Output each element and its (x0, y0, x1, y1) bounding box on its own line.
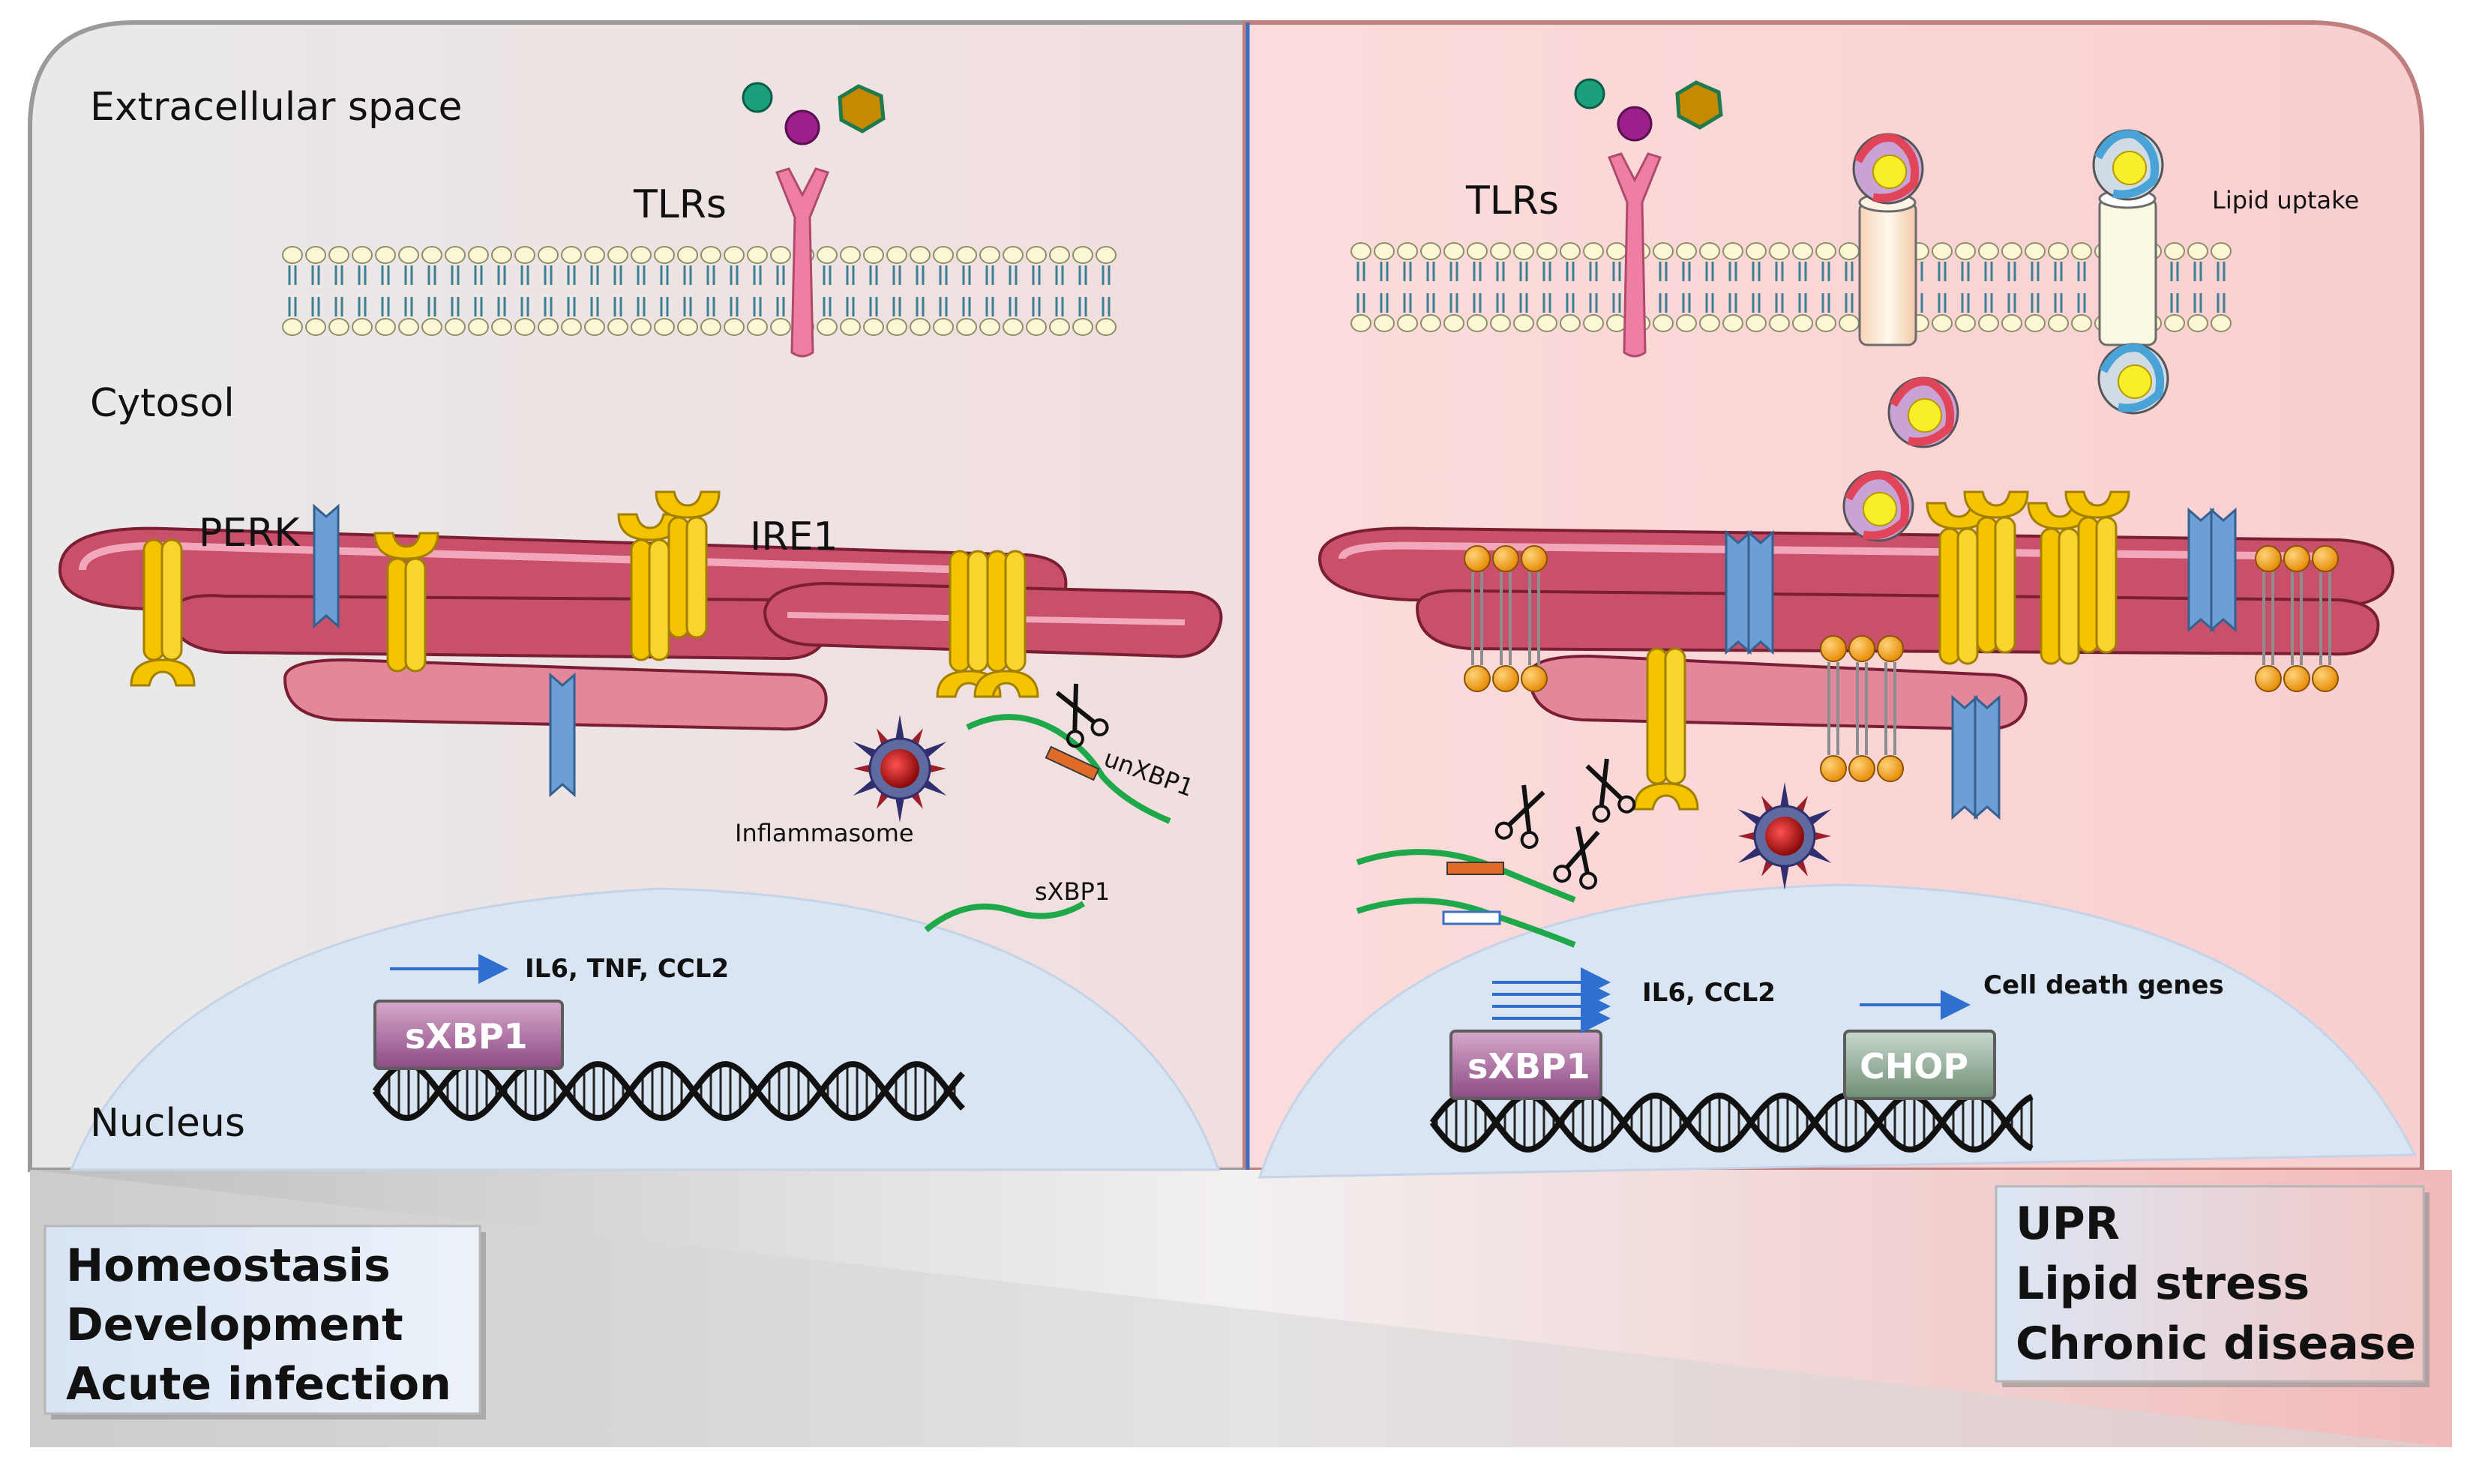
ire1-proteins (130, 490, 2130, 811)
extracellular-label: Extracellular space (90, 85, 462, 130)
scissors-icon (1585, 758, 1636, 823)
sxbp1-factor-left-label: sXBP1 (405, 1016, 528, 1057)
hexagon-ligand-icon (1675, 80, 1723, 130)
tlrs-right-label: TLRs (1465, 178, 1559, 223)
summary-box-left: Homeostasis Development Acute infection (43, 1225, 486, 1420)
sxbp1-mrna-label: sXBP1 (1035, 877, 1110, 906)
lipid-transporter-1 (1858, 192, 1917, 346)
summary-right-item: Lipid stress (2016, 1258, 2310, 1310)
inflammasome-left (853, 715, 947, 823)
green-ligand-icon (1574, 78, 1605, 109)
mrna-right (1356, 849, 1576, 948)
lipid-uptake-label: Lipid uptake (2212, 186, 2359, 214)
scissors-icon (1494, 784, 1545, 849)
sxbp1-factor-right-label: sXBP1 (1467, 1046, 1590, 1087)
lipid-particles (1842, 129, 2169, 542)
ligands-left (742, 82, 886, 145)
sxbp1-mrna-left (924, 901, 1086, 933)
summary-left-item: Development (66, 1299, 403, 1351)
scissors-icon (1553, 826, 1600, 890)
unxbp1-mrna (966, 714, 1171, 824)
transcription-arrows-right (1492, 967, 1971, 1033)
cytosol-label: Cytosol (90, 381, 235, 426)
summary-left-item: Acute infection (66, 1358, 451, 1411)
scissors-icon (1055, 683, 1636, 890)
nucleus-left (69, 887, 1221, 1171)
lipid-clusters (1464, 545, 2339, 782)
right-genes-label-1: IL6, CCL2 (1642, 978, 1776, 1008)
inflammasome-right (1737, 782, 1832, 890)
lipid-transporter-2 (2098, 188, 2157, 346)
chop-factor-label: CHOP (1860, 1046, 1968, 1087)
summary-right-item: UPR (2016, 1198, 2120, 1250)
tlrs-left-label: TLRs (633, 182, 727, 227)
ligands-right (1574, 78, 1723, 142)
perk-label: PERK (199, 511, 301, 556)
summary-box-right: UPR Lipid stress Chronic disease (1995, 1185, 2430, 1387)
sxbp1-factor-left: sXBP1 (373, 1000, 564, 1070)
chop-factor: CHOP (1843, 1030, 1996, 1100)
scissors-icon (1055, 683, 1109, 748)
inflammasome-label: Inflammasome (735, 819, 914, 847)
summary-left-item: Homeostasis (66, 1240, 391, 1292)
sxbp1-factor-right: sXBP1 (1449, 1030, 1602, 1100)
tlr-receptor-right (1608, 152, 1662, 358)
purple-ligand-icon (784, 109, 820, 145)
ire1-label: IRE1 (750, 514, 838, 559)
right-genes-label-2: Cell death genes (1983, 970, 2224, 1000)
plasma-membrane-left (282, 246, 1117, 336)
purple-ligand-icon (1617, 106, 1653, 142)
left-genes-label: IL6, TNF, CCL2 (525, 954, 729, 984)
perk-proteins (313, 503, 2237, 820)
hexagon-ligand-icon (838, 84, 886, 133)
tlr-receptor-left (775, 167, 829, 358)
summary-right-item: Chronic disease (2016, 1318, 2416, 1370)
wedge-shade (30, 1170, 2452, 1447)
nucleus-label: Nucleus (90, 1101, 245, 1146)
green-ligand-icon (742, 82, 773, 113)
